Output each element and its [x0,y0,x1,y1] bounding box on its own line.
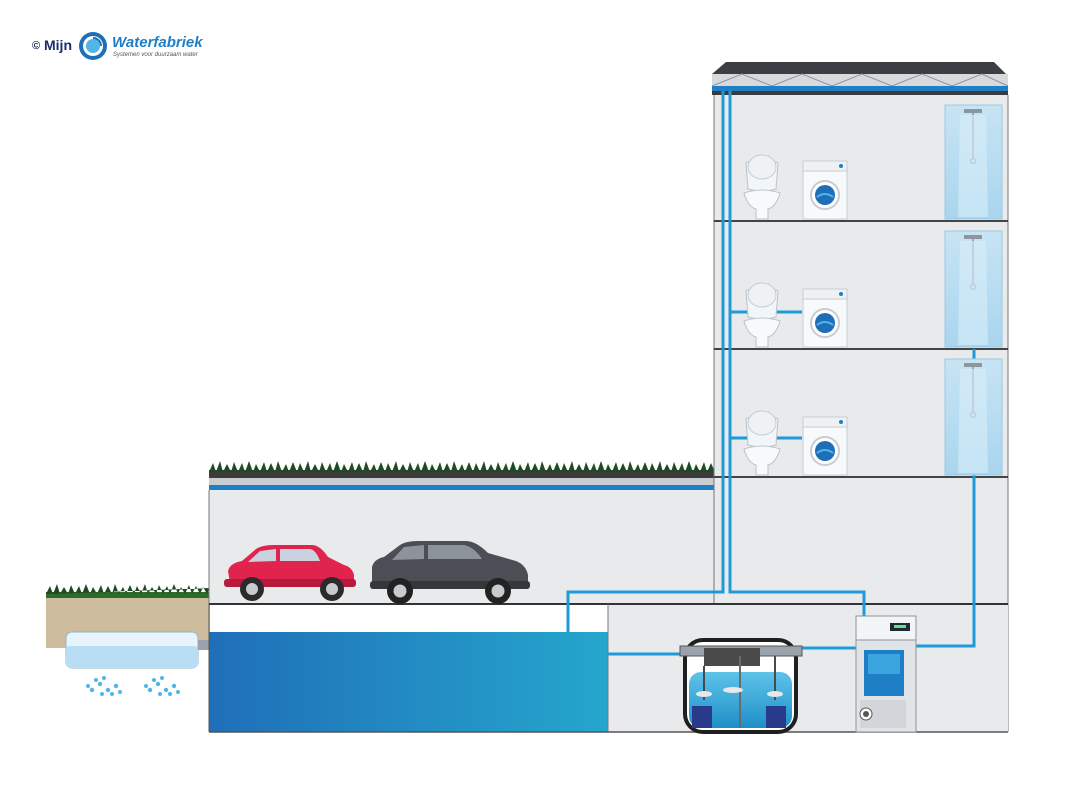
floors [743,104,1003,476]
logo-mark-icon [79,32,107,60]
car-grey [370,541,530,604]
washing-machine-icon [802,160,848,220]
rain-drops-icon [86,676,180,696]
green-roof [209,461,729,490]
copyright-symbol: © [32,40,41,52]
logo-prefix: Mijn [44,37,72,53]
toilet-icon [743,410,781,476]
water-basin [209,632,608,732]
shower-icon [944,358,1003,476]
logo-brand: Waterfabriek [112,34,203,51]
car-red [224,545,356,601]
pump-tank-icon [679,638,803,734]
basement [208,603,1008,733]
logo-tagline: Systemen voor duurzaam water [113,52,198,58]
floor-3 [743,358,1003,476]
shower-icon [944,230,1003,348]
washing-machine-icon [802,416,848,476]
toilet-icon [743,282,781,348]
treatment-unit-icon [855,615,917,733]
washing-machine-icon [802,288,848,348]
floor-1 [743,104,1003,220]
shower-icon [944,104,1003,220]
floor-2 [743,230,1003,348]
toilet-icon [743,154,781,220]
infiltration-crate [65,631,210,669]
